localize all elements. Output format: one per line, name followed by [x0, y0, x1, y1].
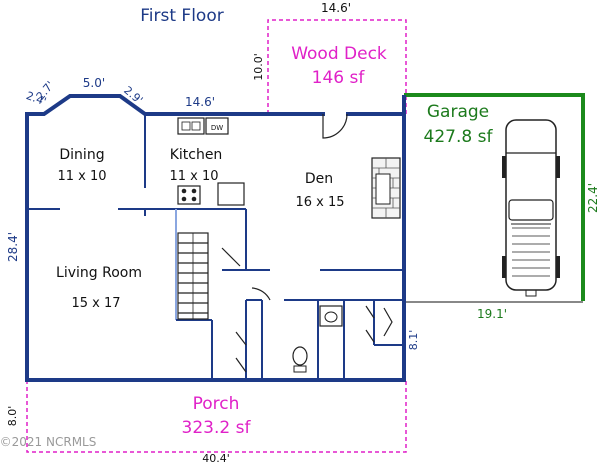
- living-name: Living Room: [56, 265, 142, 281]
- porch: 8.0' Porch 323.2 sf 40.4': [6, 380, 407, 462]
- wood-deck: 14.6' 10.0' Wood Deck 146 sf: [252, 1, 407, 114]
- garage-name: Garage: [427, 102, 489, 122]
- watermark: ©2021 NCRMLS: [0, 435, 96, 449]
- porch-area: 323.2 sf: [182, 418, 252, 438]
- kitchen-top-label: 14.6': [185, 95, 215, 109]
- fireplace-icon: [371, 157, 401, 219]
- dishwasher-icon: [205, 117, 229, 135]
- right-jog-label: 8.1': [407, 330, 420, 351]
- doors: [221, 113, 393, 373]
- refrigerator-icon: [217, 182, 245, 206]
- deck-name: Wood Deck: [291, 44, 387, 64]
- dishwasher-label: DW: [211, 124, 223, 132]
- dimension-labels: 2.4' 2.7' 5.0' 2.9' 14.6' 28.4' 8.1': [6, 76, 420, 350]
- dining-size: 11 x 10: [57, 169, 106, 184]
- porch-name: Porch: [193, 394, 240, 414]
- porch-outline: [26, 380, 407, 453]
- plan-title: First Floor: [140, 6, 223, 26]
- bay-right-label: 2.9': [121, 84, 145, 107]
- car-icon: [502, 119, 560, 297]
- kitchen-fixtures: DW: [177, 117, 245, 206]
- exterior-walls: [25, 94, 406, 382]
- kitchen-size: 11 x 10: [169, 169, 218, 184]
- dining-name: Dining: [59, 147, 104, 163]
- garage-width-label: 19.1': [477, 307, 507, 321]
- deck-outline: [267, 19, 407, 114]
- bath-sink-icon: [319, 305, 343, 327]
- left-side-label: 28.4': [6, 232, 20, 262]
- den-name: Den: [305, 171, 333, 187]
- toilet-icon: [292, 346, 308, 366]
- bay-top-label: 5.0': [83, 76, 105, 90]
- garage-outline: [404, 93, 585, 301]
- stove-icon: [177, 185, 201, 205]
- garage: Garage 427.8 sf 22.4' 19.1': [402, 93, 600, 321]
- kitchen-name: Kitchen: [170, 147, 223, 163]
- garage-depth-label: 22.4': [586, 183, 600, 213]
- bathroom-fixtures: [292, 305, 343, 373]
- den-size: 16 x 15: [295, 195, 344, 210]
- sink-icon: [177, 117, 205, 135]
- deck-area: 146 sf: [312, 68, 366, 88]
- porch-width-label: 40.4': [202, 452, 230, 462]
- staircase: [177, 232, 209, 320]
- living-size: 15 x 17: [71, 296, 120, 311]
- porch-depth-label: 8.0': [6, 406, 19, 427]
- garage-area: 427.8 sf: [424, 127, 494, 147]
- deck-width-label: 14.6': [321, 1, 351, 15]
- interior-walls: [27, 114, 404, 380]
- room-labels: Dining 11 x 10 Kitchen 11 x 10 Den 16 x …: [56, 147, 345, 311]
- deck-depth-label: 10.0': [252, 53, 265, 81]
